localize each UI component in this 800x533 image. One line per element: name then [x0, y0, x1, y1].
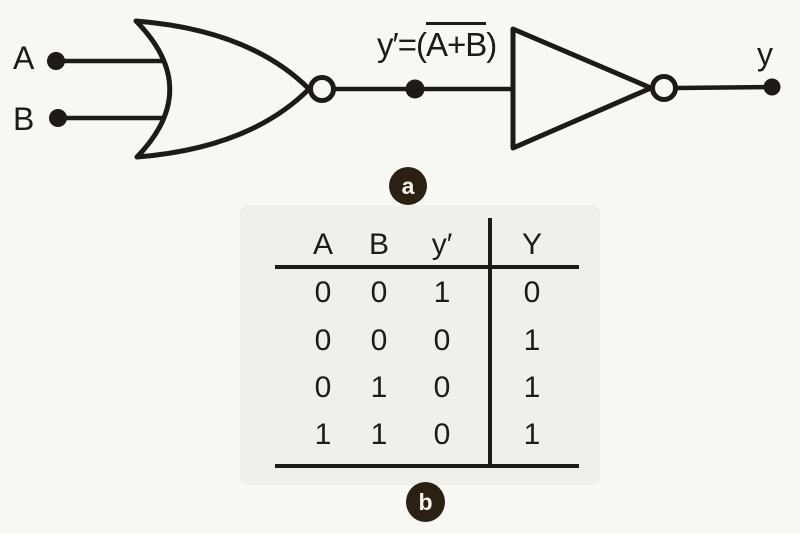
table-header-a: A	[312, 228, 333, 261]
table-cell: 0	[314, 371, 332, 404]
scan-shading	[240, 205, 600, 485]
table-header-yprime: y′	[431, 228, 453, 261]
input-a-label: A	[13, 40, 35, 76]
table-row: 1 1 0 1	[275, 420, 579, 452]
table-cell: 0	[314, 324, 332, 357]
table-cell: 1	[370, 418, 388, 451]
table-cell: 1	[523, 324, 541, 357]
table-cell: 0	[433, 418, 451, 451]
input-b-terminal-dot	[49, 109, 67, 127]
table-header-row: A B y′ Y	[275, 230, 579, 262]
table-header-y: Y	[521, 228, 542, 261]
table-row: 0 0 1 0	[275, 278, 579, 310]
table-row: 0 0 0 1	[275, 326, 579, 358]
caption-a-letter: a	[401, 172, 415, 199]
expression-overline-term: A+B	[425, 22, 487, 63]
output-label: y	[757, 36, 773, 72]
nor-gate-body	[133, 18, 312, 160]
inverter-output-bubble	[650, 74, 678, 102]
table-cell: 1	[523, 371, 541, 404]
output-terminal-dot	[763, 78, 781, 96]
table-cell: 1	[433, 276, 451, 309]
table-header-rule	[275, 265, 579, 269]
junction-dot	[405, 79, 425, 99]
expression-suffix: )	[486, 26, 497, 63]
input-a-terminal-dot	[47, 52, 65, 70]
caption-a-badge: a	[389, 167, 427, 205]
table-cell: 1	[314, 418, 332, 451]
table-cell: 0	[433, 371, 451, 404]
expression-prefix: y′=(	[377, 26, 427, 63]
table-header-b: B	[368, 228, 389, 261]
table-row: 0 1 0 1	[275, 373, 579, 405]
table-cell: 1	[370, 371, 388, 404]
nor-output-bubble	[308, 75, 336, 103]
table-output-divider	[488, 218, 492, 468]
table-bottom-rule	[275, 464, 579, 468]
caption-b-letter: b	[418, 488, 433, 515]
output-wire	[675, 84, 773, 91]
table-cell: 0	[370, 324, 388, 357]
truth-table: A B y′ Y 0 0 1 0 0 0 0 1 0 1 0 1 1 1 0 1	[275, 218, 579, 478]
table-cell: 1	[523, 418, 541, 451]
table-cell: 0	[314, 276, 332, 309]
table-cell: 0	[433, 324, 451, 357]
input-b-label: B	[13, 101, 35, 137]
table-cell: 0	[370, 276, 388, 309]
table-cell: 0	[523, 276, 541, 309]
intermediate-expression: y′=(A+B)	[377, 22, 497, 64]
inverter-triangle	[510, 26, 654, 151]
caption-b-badge: b	[406, 482, 445, 522]
